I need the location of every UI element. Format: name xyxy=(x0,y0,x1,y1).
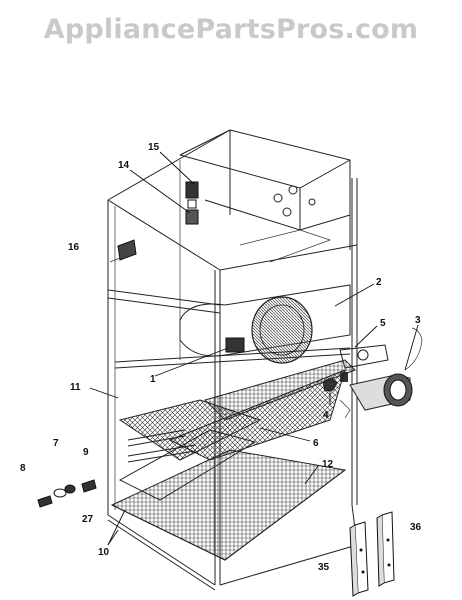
callout-7: 7 xyxy=(53,438,59,449)
callout-1: 1 xyxy=(150,374,156,385)
mounting-brackets xyxy=(349,511,395,597)
bottom-filter-tray xyxy=(110,449,347,561)
callout-9: 9 xyxy=(83,447,89,458)
top-compartment xyxy=(179,129,351,263)
callout-36: 36 xyxy=(410,522,422,533)
callout-16: 16 xyxy=(68,242,80,253)
coil-filter-assembly xyxy=(118,359,356,501)
callout-6: 6 xyxy=(313,438,319,449)
callout-12: 12 xyxy=(322,459,334,470)
callout-2: 2 xyxy=(376,277,382,288)
callout-14: 14 xyxy=(118,160,130,171)
callout-5: 5 xyxy=(380,318,386,329)
blower-housing xyxy=(114,284,351,369)
callout-11: 11 xyxy=(70,382,81,393)
callout-3: 3 xyxy=(415,315,421,326)
callout-labels: 15 14 16 2 5 3 1 11 4 6 12 7 9 8 27 10 3… xyxy=(20,142,422,573)
loose-fittings xyxy=(37,479,97,508)
callout-27: 27 xyxy=(82,514,94,525)
callout-15: 15 xyxy=(148,142,160,153)
callout-4: 4 xyxy=(323,410,329,421)
leader-lines xyxy=(89,151,419,546)
callout-35: 35 xyxy=(318,562,330,573)
callout-8: 8 xyxy=(20,463,26,474)
callout-10: 10 xyxy=(98,547,110,558)
switch-components xyxy=(185,181,199,225)
watermark: AppliancePartsPros.com xyxy=(43,14,419,45)
connector-part xyxy=(109,239,137,263)
